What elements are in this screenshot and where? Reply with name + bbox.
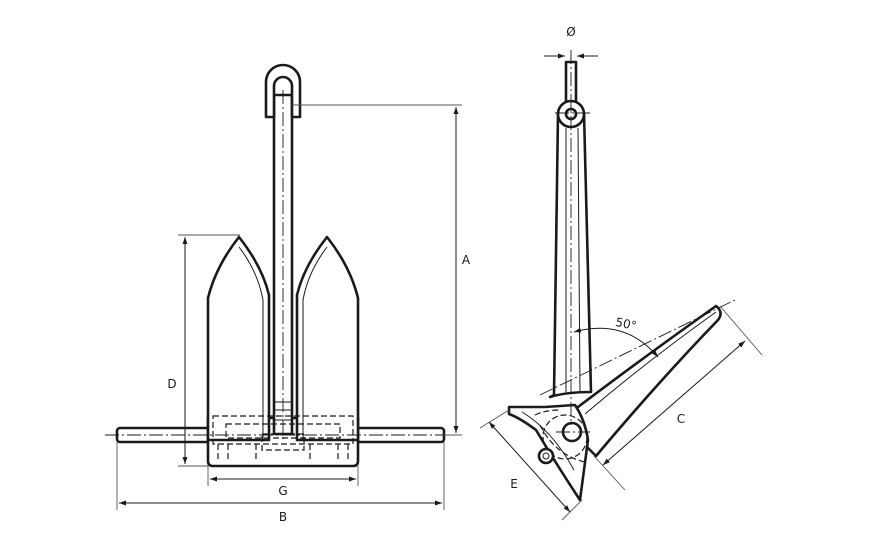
side-shank (548, 111, 593, 399)
dim-c-label: C (677, 412, 685, 426)
dim-e-line (488, 421, 571, 513)
dim-e-label: E (510, 477, 518, 491)
dim-a-label: A (462, 253, 471, 267)
right-fluke-inner (302, 246, 328, 440)
side-arm-centerline (539, 299, 736, 396)
dim-d-label: D (167, 377, 176, 391)
dim-c-line (602, 340, 746, 466)
side-small-hole (537, 447, 555, 465)
angle-label: 50° (614, 315, 638, 333)
dim-g-label: G (278, 484, 287, 498)
front-view: D A G B (105, 63, 471, 524)
left-fluke-inner (238, 246, 264, 440)
right-fluke (295, 235, 360, 442)
dim-diameter-label: Ø (566, 25, 575, 39)
side-view: 50° Ø C E (479, 25, 763, 521)
shackle (264, 63, 302, 119)
left-fluke (206, 235, 271, 442)
dim-b-label: B (279, 510, 287, 524)
